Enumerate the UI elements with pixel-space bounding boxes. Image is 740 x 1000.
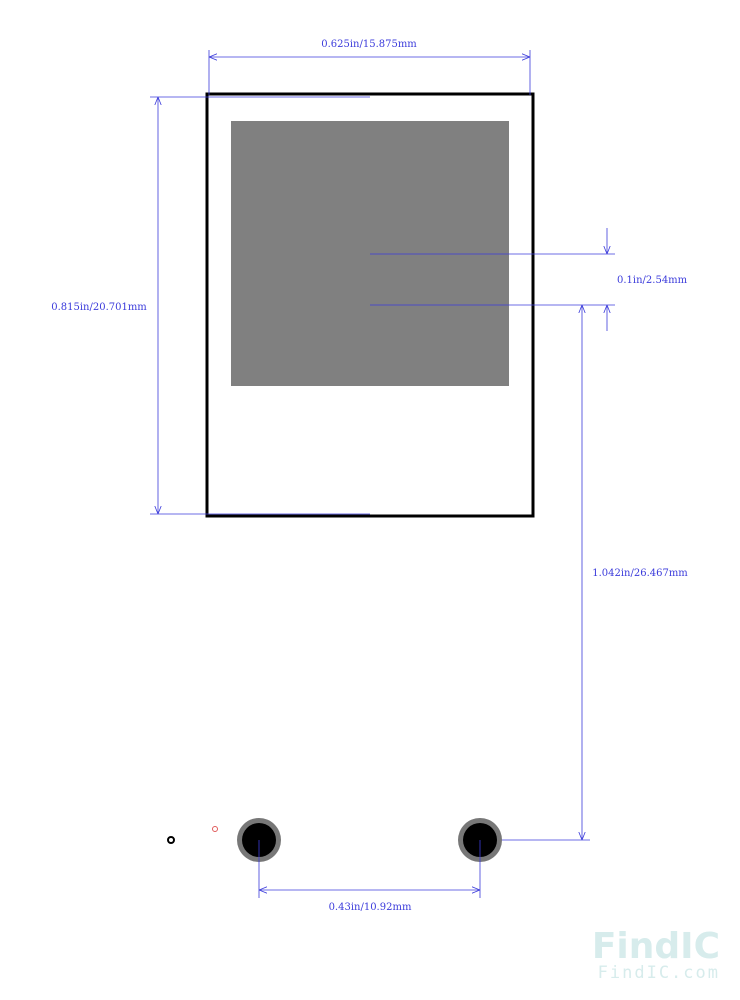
height-dimension: 0.815in/20.701mm bbox=[51, 96, 370, 515]
body-to-pins-label: 1.042in/26.467mm bbox=[592, 568, 688, 579]
body-to-pins-dimension: 1.042in/26.467mm bbox=[480, 305, 688, 841]
origin-marker bbox=[167, 836, 175, 844]
pin-offset-dimension: 0.1in/2.54mm bbox=[370, 228, 688, 331]
width-label: 0.625in/15.875mm bbox=[321, 39, 417, 50]
pin-pitch-label: 0.43in/10.92mm bbox=[329, 902, 412, 913]
watermark-logo: FindIC bbox=[592, 926, 720, 967]
findic-watermark: FindIC FindIC.com bbox=[592, 926, 720, 983]
watermark-url: FindIC.com bbox=[598, 963, 720, 983]
component-body bbox=[231, 121, 509, 386]
height-label: 0.815in/20.701mm bbox=[51, 302, 147, 313]
pin-offset-label: 0.1in/2.54mm bbox=[617, 275, 688, 286]
width-dimension: 0.625in/15.875mm bbox=[208, 39, 531, 95]
pin-pitch-dimension: 0.43in/10.92mm bbox=[258, 840, 481, 913]
reference-marker bbox=[212, 826, 218, 832]
